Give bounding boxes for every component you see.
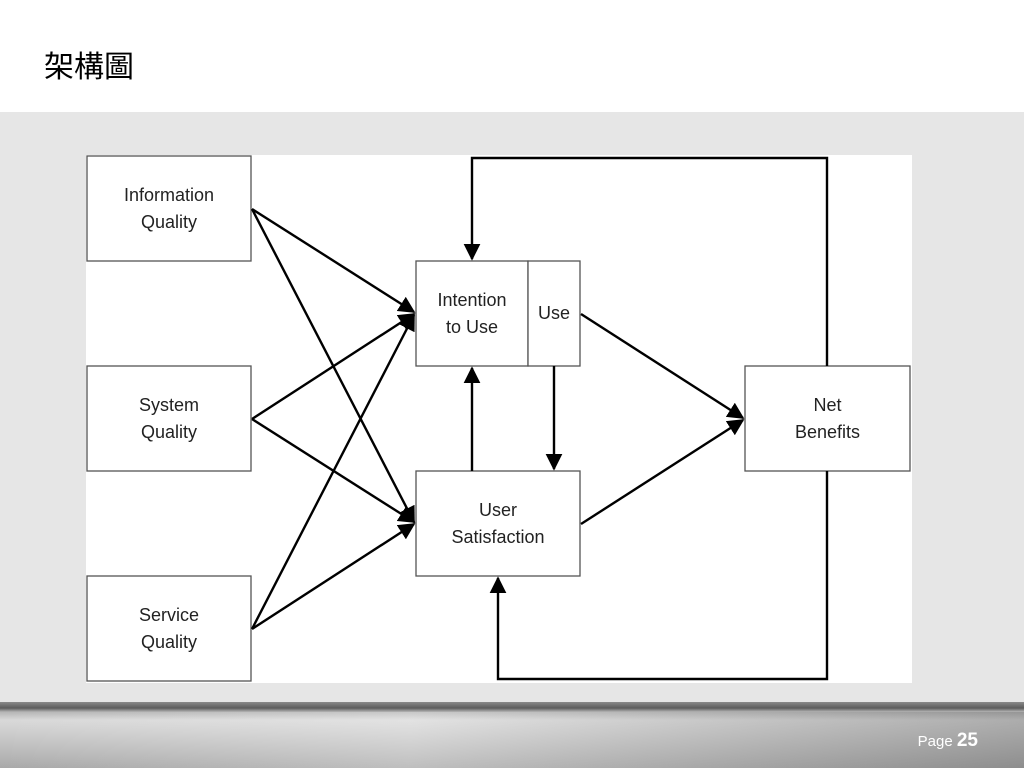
page-number: Page 25 — [918, 730, 978, 752]
box-information-quality — [86, 155, 252, 262]
label-system-quality: System Quality — [138, 394, 199, 442]
label-information-quality: Information Quality — [123, 184, 215, 232]
slide-title: 架構圖 — [44, 50, 134, 85]
label-net-benefits: Net Benefits — [794, 394, 861, 442]
page-number-value: 25 — [956, 730, 978, 751]
footer-bar — [0, 702, 1024, 768]
label-intention-to-use: Intention to Use — [437, 289, 507, 337]
box-net-benefits — [744, 365, 911, 472]
edge-service-to-satisfaction — [251, 522, 416, 631]
edge-net-benefits-to-satisfaction — [489, 471, 829, 681]
edge-system-to-intention — [251, 312, 416, 421]
edge-use-to-net-benefits — [580, 312, 745, 420]
box-service-quality — [86, 575, 252, 682]
label-user-satisfaction: User Satisfaction — [451, 499, 545, 547]
page-label: Page — [917, 733, 953, 750]
edge-info-to-intention — [251, 207, 416, 314]
diagram-connectors — [86, 155, 911, 682]
box-user-satisfaction — [415, 470, 581, 577]
is-success-model-diagram: Information Quality System Quality Servi… — [86, 155, 912, 683]
label-use: Use — [537, 303, 570, 323]
box-intention-to-use — [415, 260, 529, 367]
edge-satisfaction-to-net-benefits — [580, 418, 745, 526]
edge-net-benefits-to-intention — [463, 156, 829, 366]
label-service-quality: Service Quality — [138, 604, 200, 652]
edge-service-to-intention — [250, 313, 416, 630]
box-system-quality — [86, 365, 252, 472]
